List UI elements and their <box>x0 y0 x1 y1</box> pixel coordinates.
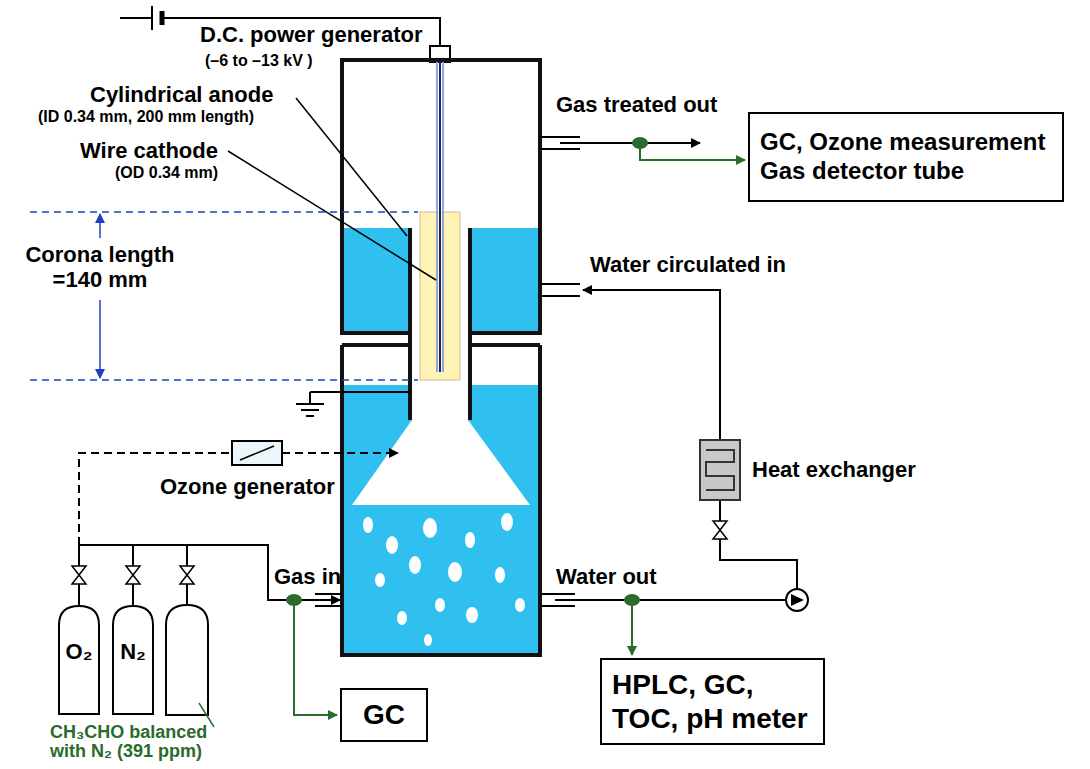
node-text: GC <box>352 698 416 732</box>
part-label: Wire cathode <box>80 138 218 163</box>
pump-symbol <box>786 589 808 611</box>
analyzer-box: GC <box>340 688 428 742</box>
stream-label: Gas treated out <box>556 92 717 117</box>
part-label: Cylindrical anode <box>90 82 273 107</box>
sampling-line <box>294 143 745 715</box>
ground-symbol <box>296 392 410 416</box>
part-label: Ozone generator <box>160 474 335 499</box>
gas-mixture-label: CH₃CHO balanced with N₂ (391 ppm) <box>50 723 225 761</box>
spray-cone <box>352 385 530 505</box>
pipes <box>79 137 797 606</box>
ozone-generator-symbol <box>79 441 398 545</box>
water-bath <box>344 385 538 653</box>
gas-cylinder: O₂ <box>58 605 100 715</box>
wire-cathode <box>437 62 443 372</box>
stream-label: Water out <box>556 564 657 589</box>
dimension-marker <box>30 212 418 380</box>
node-text: GC, Ozone measurement Gas detector tube <box>760 128 1052 186</box>
analyzer-box: HPLC, GC, TOC, pH meter <box>600 658 825 745</box>
leader-line <box>228 98 436 280</box>
node-text: O₂ <box>66 639 93 665</box>
dimension-label: Corona length =140 mm <box>15 242 185 293</box>
stream-label: Gas in <box>274 564 341 589</box>
dimension-label: (ID 0.34 mm, 200 mm length) <box>38 108 254 126</box>
gas-cylinder: N₂ <box>112 605 154 715</box>
sampling-point <box>286 137 648 606</box>
part-label: Heat exchanger <box>752 457 916 482</box>
heat-exchanger-symbol <box>700 440 740 500</box>
gas-cylinder <box>166 605 208 715</box>
gas-bubbles <box>363 513 525 646</box>
voltage-label: (–6 to –13 kV ) <box>205 52 313 70</box>
node-text: N₂ <box>120 639 146 665</box>
stream-label: Water circulated in <box>590 252 786 277</box>
analyzer-box: GC, Ozone measurement Gas detector tube <box>748 112 1064 202</box>
node-text: HPLC, GC, TOC, pH meter <box>612 668 813 735</box>
reactor-vessel <box>342 60 540 655</box>
dimension-label: (OD 0.34 mm) <box>115 164 218 182</box>
part-label: D.C. power generator <box>200 22 422 47</box>
